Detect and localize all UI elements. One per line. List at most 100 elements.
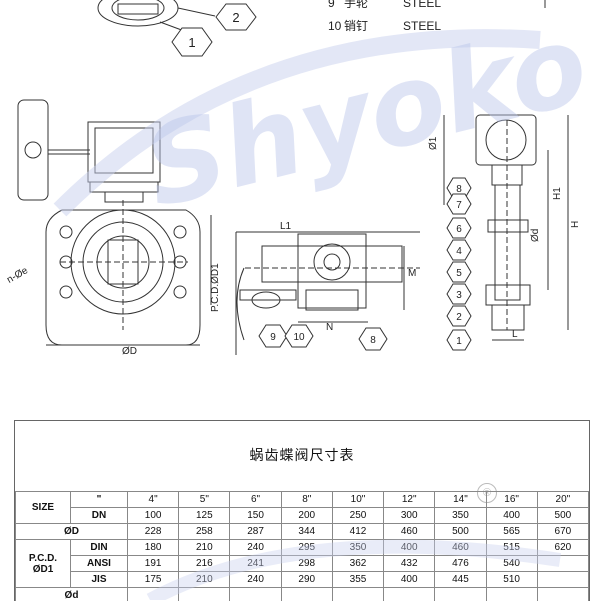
jis-cell: 445 — [435, 572, 486, 588]
od-cell: 258 — [179, 524, 230, 540]
od-cell: 670 — [537, 524, 588, 540]
ansi-cell: 216 — [179, 556, 230, 572]
din-cell: 210 — [179, 540, 230, 556]
din-cell: 400 — [384, 540, 435, 556]
side-callouts: 8 7 6 4 5 3 2 1 — [447, 178, 471, 350]
size-inch-row: SIZE"4"5"6"8"10"12"14"16"20" — [16, 492, 589, 508]
phi-d-cell — [128, 588, 179, 601]
l1-label: L1 — [280, 221, 292, 232]
inch-cell: 16" — [486, 492, 537, 508]
side-callout-6: 6 — [447, 218, 471, 238]
dn-cell: 350 — [435, 508, 486, 524]
inch-cell: 10" — [332, 492, 383, 508]
front-od-label: ØD — [122, 346, 137, 357]
svg-text:10: 10 — [293, 332, 305, 343]
svg-text:7: 7 — [456, 200, 462, 211]
ansi-cell: 540 — [486, 556, 537, 572]
phi-d-cell — [281, 588, 332, 601]
din-cell: 460 — [435, 540, 486, 556]
dn-label: DN — [71, 508, 128, 524]
dn-cell: 125 — [179, 508, 230, 524]
svg-text:8: 8 — [370, 335, 376, 346]
od-cell: 500 — [435, 524, 486, 540]
middle-callout-10: 10 — [285, 325, 313, 347]
ansi-label: ANSI — [71, 556, 128, 572]
middle-callout-9: 9 — [259, 325, 287, 347]
din-cell: 180 — [128, 540, 179, 556]
inch-cell: 4" — [128, 492, 179, 508]
din-cell: 295 — [281, 540, 332, 556]
phi-d-cell — [179, 588, 230, 601]
phi-d-cell — [486, 588, 537, 601]
top-callout-2: 2 — [216, 4, 256, 30]
n-label: N — [326, 322, 333, 333]
jis-cell: 355 — [332, 572, 383, 588]
dn-cell: 400 — [486, 508, 537, 524]
inch-cell: 6" — [230, 492, 281, 508]
phi-d-cell — [537, 588, 588, 601]
part-10-name: 销钉 — [344, 19, 368, 33]
din-cell: 620 — [537, 540, 588, 556]
jis-cell: 210 — [179, 572, 230, 588]
ansi-cell: 241 — [230, 556, 281, 572]
od-cell: 460 — [384, 524, 435, 540]
l-label: L — [512, 329, 518, 340]
phi-d-table-label: Ød — [16, 588, 128, 601]
phi-d-cell — [435, 588, 486, 601]
svg-text:5: 5 — [456, 268, 462, 279]
svg-text:2: 2 — [232, 10, 239, 25]
dn-cell: 100 — [128, 508, 179, 524]
inch-cell: 5" — [179, 492, 230, 508]
ansi-cell: 362 — [332, 556, 383, 572]
top-callout-1: 1 — [172, 28, 212, 56]
phi-d-cell — [230, 588, 281, 601]
dimension-table: 蜗齿蝶阀尺寸表 ® SIZE"4"5"6"8"10"12"14"16"20"DN… — [14, 420, 590, 601]
jis-cell: 510 — [486, 572, 537, 588]
inch-cell: 14" — [435, 492, 486, 508]
svg-text:8: 8 — [456, 184, 462, 195]
side-callout-1: 1 — [447, 330, 471, 350]
dn-cell: 150 — [230, 508, 281, 524]
phi-d-label: Ød — [530, 229, 541, 242]
phi-1-label: Ø1 — [428, 136, 439, 150]
parts-list: 9 手轮 STEEL 10 销钉 STEEL — [328, 0, 545, 33]
m-label: M — [408, 268, 416, 279]
part-9-no: 9 — [328, 0, 335, 10]
side-callout-3: 3 — [447, 284, 471, 304]
svg-text:3: 3 — [456, 290, 462, 301]
pcd-label: P.C.D.ØD1 — [210, 263, 221, 312]
pcd-label-line1: P.C.D. — [16, 553, 70, 564]
din-cell: 240 — [230, 540, 281, 556]
side-callout-4: 4 — [447, 240, 471, 260]
din-label: DIN — [71, 540, 128, 556]
side-callout-2: 2 — [447, 306, 471, 326]
jis-cell: 290 — [281, 572, 332, 588]
din-cell: 350 — [332, 540, 383, 556]
side-callout-5: 5 — [447, 262, 471, 282]
jis-cell — [537, 572, 588, 588]
middle-callout-8: 8 — [359, 328, 387, 350]
n-phi-e-label: n-Øe — [5, 265, 30, 286]
svg-text:4: 4 — [456, 246, 462, 257]
od-cell: 344 — [281, 524, 332, 540]
pcd-label-line2: ØD1 — [16, 564, 70, 575]
dn-cell: 500 — [537, 508, 588, 524]
od-label: ØD — [16, 524, 128, 540]
part-9-name: 手轮 — [344, 0, 368, 10]
h-label: H — [570, 221, 581, 228]
h1-label: H1 — [552, 187, 563, 200]
inch-cell: 20" — [537, 492, 588, 508]
jis-label: JIS — [71, 572, 128, 588]
ansi-cell — [537, 556, 588, 572]
inch-label: " — [71, 492, 128, 508]
pcd-label: P.C.D.ØD1 — [16, 540, 71, 588]
table-title: 蜗齿蝶阀尺寸表 — [15, 445, 589, 465]
svg-text:1: 1 — [456, 336, 462, 347]
dn-cell: 250 — [332, 508, 383, 524]
jis-cell: 240 — [230, 572, 281, 588]
od-cell: 228 — [128, 524, 179, 540]
svg-text:2: 2 — [456, 312, 462, 323]
